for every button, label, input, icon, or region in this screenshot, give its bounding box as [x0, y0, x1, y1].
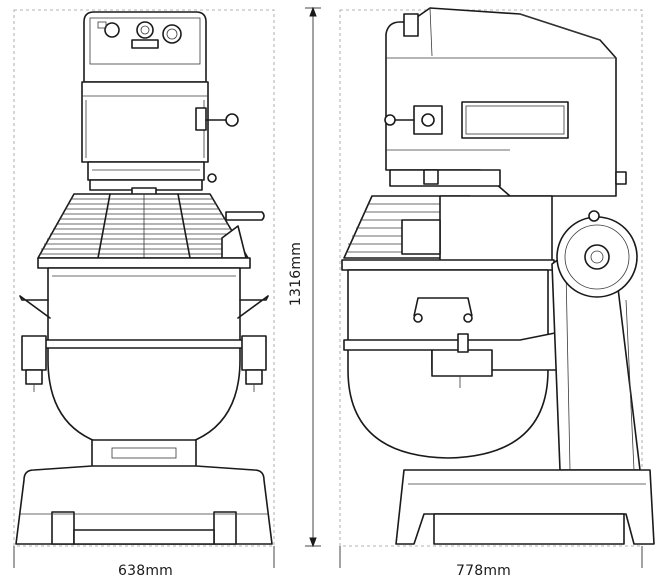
front-bowl-rim: [37, 257, 251, 269]
side-column: [551, 210, 641, 471]
timer-dial-icon: [136, 21, 154, 39]
side-lever-knob-icon: [225, 113, 239, 127]
front-upper-body: [81, 81, 239, 219]
speed-knob-icon: [104, 22, 120, 38]
side-width-label: 778mm: [456, 563, 511, 579]
control-knob-icon: [162, 24, 182, 44]
side-view: [339, 7, 655, 547]
side-name-plate: [461, 101, 569, 139]
front-width-label: 638mm: [118, 563, 173, 579]
height-label: 1316mm: [288, 241, 304, 307]
front-control-head: [83, 11, 207, 83]
side-width-dimension: [339, 546, 643, 568]
front-width-dimension: [13, 546, 275, 568]
side-guard: [343, 169, 553, 265]
side-bowl: [341, 259, 561, 459]
front-safety-guard: [37, 193, 265, 259]
side-bounding-box: [339, 9, 643, 547]
side-base: [395, 469, 655, 545]
front-view: [13, 9, 275, 547]
front-bounding-box: [13, 9, 275, 547]
side-head: [384, 7, 627, 197]
front-base: [15, 439, 273, 545]
switch-icon: [403, 13, 419, 37]
front-bowl: [19, 267, 269, 451]
height-dimension: [305, 6, 321, 548]
